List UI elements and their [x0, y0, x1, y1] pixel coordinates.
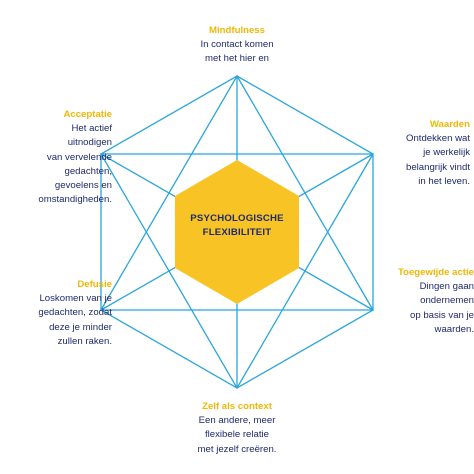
node-description: Het actief uitnodigen van vervelende ged…	[38, 123, 112, 206]
node-title: Zelf als context	[202, 401, 272, 412]
node-toegewijde-actie: Toegewijde actie Dingen gaan ondernemen …	[382, 266, 474, 337]
center-label: PSYCHOLOGISCHE FLEXIBILITEIT	[190, 213, 284, 238]
node-title: Toegewijde actie	[397, 267, 474, 278]
node-description: Een andere, meer flexibele relatie met j…	[197, 415, 277, 455]
center-hexagon	[175, 160, 299, 304]
node-defusie: Defusie Loskomen van je gedachten, zodat…	[2, 278, 112, 349]
node-mindfulness: Mindfulness In contact komen met het hie…	[184, 24, 290, 67]
node-waarden: Waarden Ontdekken wat je werkelijk belan…	[380, 118, 470, 189]
node-title: Waarden	[429, 119, 470, 130]
node-description: Loskomen van je gedachten, zodat deze je…	[38, 293, 112, 347]
node-title: Mindfulness	[209, 25, 265, 36]
node-title: Acceptatie	[63, 109, 112, 120]
node-description: In contact komen met het hier en	[200, 39, 274, 65]
node-zelf-als-context: Zelf als context Een andere, meer flexib…	[180, 400, 294, 457]
node-acceptatie: Acceptatie Het actief uitnodigen van ver…	[4, 108, 112, 207]
node-title: Defusie	[77, 279, 112, 290]
node-description: Dingen gaan ondernemen op basis van je w…	[410, 281, 474, 335]
node-description: Ontdekken wat je werkelijk belangrijk vi…	[406, 133, 470, 187]
